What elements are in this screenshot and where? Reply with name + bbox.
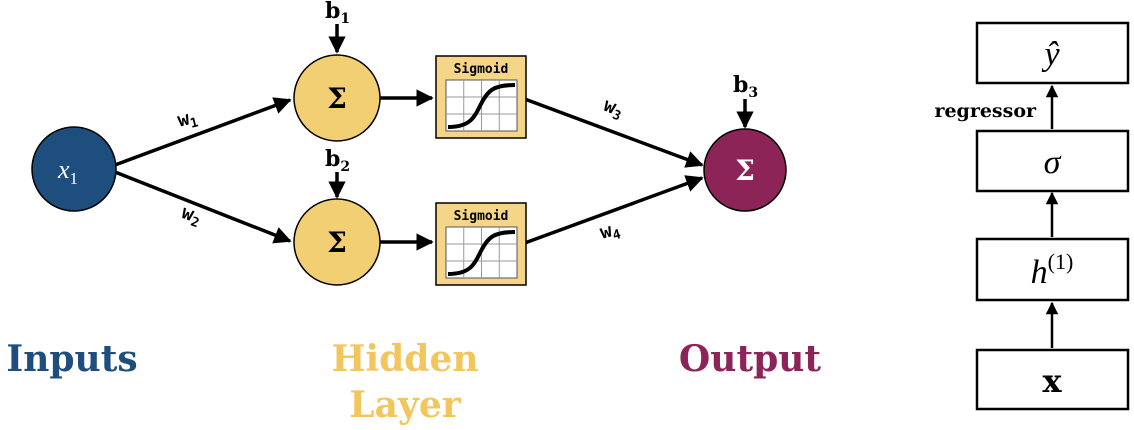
network-edges (114, 24, 754, 251)
hidden-node-2-label: Σ (327, 226, 347, 259)
section-label-output: Output (679, 338, 822, 380)
edge-input-hidden1 (114, 97, 292, 167)
stack-box-yhat: ŷ (975, 21, 1130, 85)
stack-box-x: x (975, 348, 1130, 411)
stack-box-x-label: x (1042, 362, 1062, 400)
sigmoid-box-2: Sigmoid (435, 202, 527, 286)
bias-label-b2: b2 (325, 146, 350, 175)
hidden-node-2: Σ (293, 198, 381, 286)
stack-box-hidden: h(1) (975, 237, 1130, 302)
layer-stack: ŷ σ h(1) x regressor (934, 21, 1130, 411)
stack-box-sigma: σ (975, 129, 1130, 193)
output-node-label: Σ (735, 154, 755, 187)
output-node: Σ (703, 128, 787, 212)
section-label-hidden-line1: Hidden (331, 338, 478, 380)
weight-label-w4: w4 (598, 217, 623, 246)
stack-box-yhat-label: ŷ (1041, 36, 1060, 73)
weight-label-w1: w1 (175, 106, 200, 135)
sigmoid-1-plot (445, 79, 518, 132)
bias-label-b3: b3 (733, 72, 758, 101)
stack-box-hidden-label: h(1) (1031, 249, 1074, 291)
sigmoid-box-1: Sigmoid (435, 55, 527, 139)
bias-label-b1: b1 (325, 0, 350, 27)
hidden-node-1-label: Σ (327, 82, 347, 115)
weight-label-w3: w3 (599, 94, 626, 124)
section-label-hidden-line2: Layer (349, 384, 461, 426)
edge-sigmoid1-output (521, 96, 704, 168)
edge-input-hidden2 (114, 170, 292, 244)
regressor-label: regressor (934, 100, 1037, 122)
edge-sigmoid2-output (521, 175, 704, 246)
stack-box-sigma-label: σ (1044, 144, 1062, 181)
input-node-label: x1 (57, 155, 78, 188)
hidden-node-1: Σ (293, 54, 381, 142)
sigmoid-2-title: Sigmoid (454, 209, 509, 224)
sigmoid-1-title: Sigmoid (454, 62, 509, 77)
section-label-inputs: Inputs (6, 338, 137, 380)
sigmoid-2-plot (445, 226, 518, 279)
input-node: x1 (31, 126, 117, 212)
